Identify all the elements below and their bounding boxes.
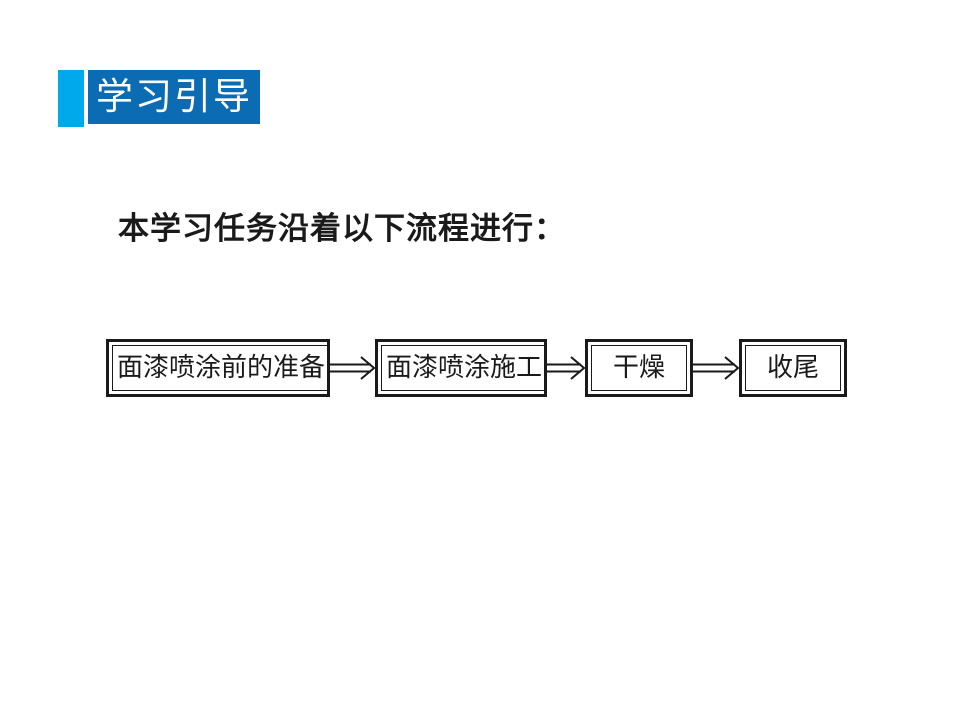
flow-step-preparation: 面漆喷涂前的准备 bbox=[106, 339, 331, 397]
flow-step-drying: 干燥 bbox=[585, 339, 693, 397]
flow-step-inner-border: 干燥 bbox=[591, 345, 687, 391]
badge-title-box: 学习引导 bbox=[88, 70, 260, 124]
intro-text: 本学习任务沿着以下流程进行： bbox=[118, 211, 566, 246]
flow-step-inner-border: 收尾 bbox=[745, 345, 841, 391]
right-arrow-icon bbox=[547, 356, 585, 380]
flowchart: 面漆喷涂前的准备 面漆喷涂施工 干燥 bbox=[106, 339, 847, 397]
flow-step-spraying: 面漆喷涂施工 bbox=[375, 339, 548, 397]
flow-step-label: 面漆喷涂前的准备 bbox=[117, 353, 326, 382]
flow-step-inner-border: 面漆喷涂施工 bbox=[381, 345, 548, 391]
section-title-label: 学习引导 bbox=[96, 76, 252, 118]
section-title-badge: 学习引导 bbox=[58, 70, 318, 128]
right-arrow-icon bbox=[330, 356, 375, 380]
flow-step-label: 干燥 bbox=[612, 353, 665, 382]
flow-step-inner-border: 面漆喷涂前的准备 bbox=[112, 345, 331, 391]
flow-step-finishing: 收尾 bbox=[739, 339, 847, 397]
flow-step-label: 收尾 bbox=[766, 353, 819, 382]
flow-step-label: 面漆喷涂施工 bbox=[386, 353, 543, 382]
right-arrow-icon bbox=[693, 356, 739, 380]
accent-bar bbox=[58, 70, 84, 127]
